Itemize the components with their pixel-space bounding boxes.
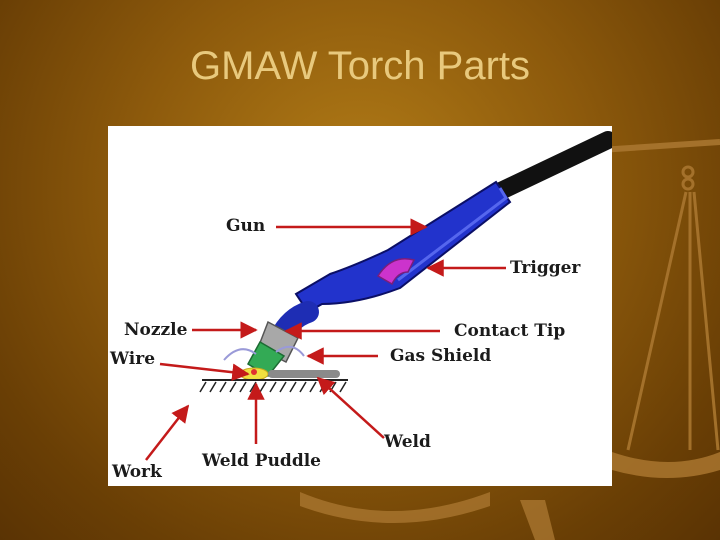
gas-shield [223,345,305,361]
label-work: Work [112,462,162,482]
torch-diagram: Gun Trigger Nozzle Contact Tip Wire Gas … [108,126,612,486]
weld-arrow [316,376,385,439]
slide-title: GMAW Torch Parts [189,44,531,88]
label-gas-shield: Gas Shield [390,346,492,366]
label-nozzle: Nozzle [124,320,188,340]
weld-bead [268,370,340,378]
torch-body [294,180,512,314]
torch-cable [477,131,612,207]
label-wire: Wire [110,349,156,369]
work-arrow [145,404,190,461]
wire-arrow [159,362,250,381]
trigger [376,258,416,286]
label-gun: Gun [226,216,266,236]
torch-illustration [145,131,612,461]
label-weld-puddle: Weld Puddle [202,451,321,471]
label-contact-tip: Contact Tip [454,321,566,341]
label-trigger: Trigger [510,258,581,278]
label-weld: Weld [384,432,431,452]
